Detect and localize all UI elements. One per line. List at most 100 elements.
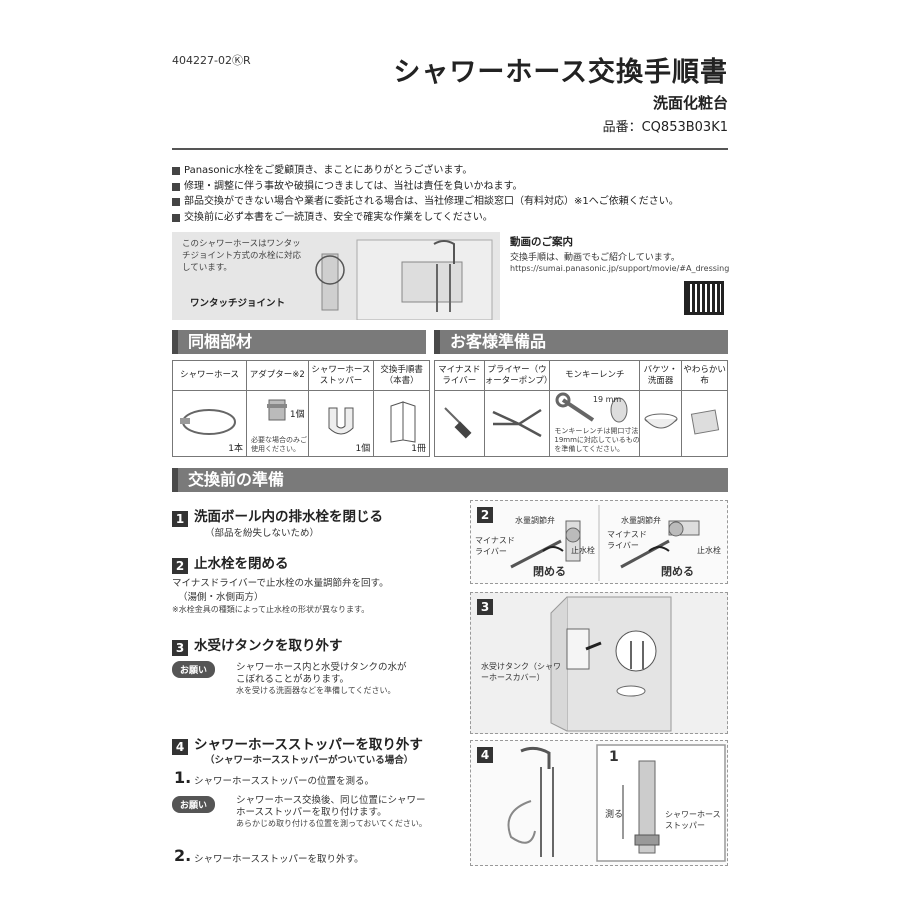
step-1-sub: （部品を紛失しないため） xyxy=(205,528,320,539)
figure-number: 2 xyxy=(477,507,493,523)
notice-item: 部品交換ができない場合や業者に委託される場合は、当社修理ご相談窓口（有料対応）※… xyxy=(172,194,732,210)
item-cell xyxy=(639,390,683,457)
hero-label: ワンタッチジョイント xyxy=(190,298,286,309)
wrench-icon xyxy=(555,392,628,423)
item-note: モンキーレンチは開口寸法19mmに対応しているものを準備してください。 xyxy=(554,427,640,453)
faucet-illustration xyxy=(315,239,493,321)
figure-number: 3 xyxy=(477,599,493,615)
video-url[interactable]: https://sumai.panasonic.jp/support/movie… xyxy=(510,264,730,273)
notice-item: 修理・調整に伴う事故や破損につきましては、当社は責任を負いかねます。 xyxy=(172,179,732,195)
step-2-desc: （湯側・水側両方） xyxy=(178,592,264,603)
prepare-items-table: マイナスドライバー プライヤー（ウォーターポンプ） モンキーレンチ バケツ・洗面… xyxy=(434,360,728,457)
video-title: 動画のご案内 xyxy=(510,236,573,248)
cabinet-illustration xyxy=(550,596,672,732)
header-divider xyxy=(172,148,728,150)
notice-item: 交換前に必ず本書をご一読頂き、安全で確実な作業をしてください。 xyxy=(172,210,732,226)
item-name: モンキーレンチ xyxy=(549,360,641,391)
close-label: 閉める xyxy=(661,565,694,578)
step-2-desc: マイナスドライバーで止水栓の水量調節弁を回す。 xyxy=(172,578,389,589)
step-3-request: シャワーホース内と水受けタンクの水が xyxy=(236,662,407,673)
step-4-substep-1: シャワーホースストッパーの位置を測る。 xyxy=(194,776,375,787)
figure-4: 4 1 測る シャワーホースストッパー xyxy=(470,740,728,866)
substep-number: 1. xyxy=(174,768,192,787)
step-3-request: こぼれることがあります。 xyxy=(236,674,350,685)
part-note: 必要な場合のみご使用ください。 xyxy=(250,436,307,453)
page-title: シャワーホース交換手順書 xyxy=(393,57,728,88)
substep-number: 2. xyxy=(174,846,192,865)
valve-label: 水量調節弁 xyxy=(515,516,555,525)
section-prepare: お客様準備品 xyxy=(434,330,728,354)
hero-illustration xyxy=(172,232,500,321)
part-cell: 1個 xyxy=(307,390,375,457)
request-badge: お願い xyxy=(172,661,216,678)
part-qty: 1個 xyxy=(289,410,305,420)
figure-2: 2 水量調節弁 マイナスドライバー 止水栓 閉める 水量調節弁 マイナスドライバ… xyxy=(470,500,728,584)
section-included: 同梱部材 xyxy=(172,330,426,354)
notice-list: Panasonic水栓をご愛顧頂き、まことにありがとうございます。 修理・調整に… xyxy=(172,163,732,225)
valve-label: 水量調節弁 xyxy=(621,516,661,525)
item-cell xyxy=(483,390,551,457)
item-cell: 19 mm モンキーレンチは開口寸法19mmに対応しているものを準備してください… xyxy=(549,390,641,457)
section-before: 交換前の準備 xyxy=(172,468,728,492)
part-name: 交換手順書（本書） xyxy=(373,360,430,391)
part-qty: 1個 xyxy=(355,444,371,454)
item-cell xyxy=(681,390,728,457)
step-4-request: ホースストッパーを取り付けます。 xyxy=(236,807,387,818)
part-name: アダプター※2 xyxy=(245,360,309,391)
step-4-substep-2: シャワーホースストッパーを取り外す。 xyxy=(194,854,364,865)
valve-illustration xyxy=(510,505,700,581)
part-name: シャワーホース xyxy=(172,360,247,391)
product-number: 品番：CQ853B03K1 xyxy=(602,120,728,135)
part-name: シャワーホースストッパー xyxy=(307,360,375,391)
figure-3: 3 水受けタンク（シャワーホースカバー） xyxy=(470,592,728,734)
screwdriver-icon xyxy=(444,407,472,439)
step-4-request: あらかじめ取り付ける位置を測っておいてください。 xyxy=(236,819,427,828)
part-cell: 1冊 xyxy=(373,390,430,457)
wrench-size: 19 mm xyxy=(592,395,622,404)
driver-label: マイナスドライバー xyxy=(475,536,515,556)
stop-valve-label: 止水栓 xyxy=(571,546,595,555)
hose-stopper-illustration xyxy=(507,744,726,862)
stop-valve-label: 止水栓 xyxy=(697,546,721,555)
stopper-icon xyxy=(328,407,354,435)
step-number-icon: 1 xyxy=(172,511,188,527)
step-number-icon: 3 xyxy=(172,640,188,656)
substep-label: 1 xyxy=(609,749,619,765)
close-label: 閉める xyxy=(533,565,566,578)
item-name: マイナスドライバー xyxy=(434,360,485,391)
video-description: 交換手順は、動画でもご紹介しています。 xyxy=(510,253,680,263)
qr-code-icon[interactable] xyxy=(684,281,724,315)
step-3-request: 水を受ける洗面器などを準備してください。 xyxy=(236,686,396,695)
notice-item: Panasonic水栓をご愛顧頂き、まことにありがとうございます。 xyxy=(172,163,732,179)
part-cell: 1本 xyxy=(172,390,247,457)
hero-description: このシャワーホースはワンタッチジョイント方式の水栓に対応しています。 xyxy=(182,239,302,273)
manual-icon xyxy=(390,401,416,443)
included-parts-table: シャワーホース アダプター※2 シャワーホースストッパー 交換手順書（本書） 1… xyxy=(172,360,430,457)
part-cell: 必要な場合のみご使用ください。 1個 xyxy=(245,390,309,457)
page-subtitle: 洗面化粧台 xyxy=(652,94,728,112)
pliers-icon xyxy=(492,408,542,438)
document-id: 404227-02ⓀR xyxy=(172,54,251,67)
part-qty: 1本 xyxy=(228,444,243,454)
cloth-icon xyxy=(690,409,719,435)
step-2-note: ※水栓金具の種類によって止水栓の形状が異なります。 xyxy=(172,605,370,614)
step-4-request: シャワーホース交換後、同じ位置にシャワー xyxy=(236,795,426,806)
figure-number: 4 xyxy=(477,747,493,763)
step-number-icon: 4 xyxy=(172,739,188,755)
item-name: バケツ・洗面器 xyxy=(639,360,683,391)
part-qty: 1冊 xyxy=(411,444,426,454)
adapter-icon xyxy=(267,399,288,420)
measure-label: 測る xyxy=(605,810,624,820)
stopper-label: シャワーホースストッパー xyxy=(665,810,721,830)
request-badge: お願い xyxy=(172,796,216,813)
item-cell xyxy=(434,390,485,457)
basin-icon xyxy=(644,413,678,429)
item-name: やわらかい布 xyxy=(681,360,728,391)
item-name: プライヤー（ウォーターポンプ） xyxy=(483,360,552,391)
driver-label: マイナスドライバー xyxy=(607,530,647,550)
shower-hose-icon xyxy=(180,409,237,435)
